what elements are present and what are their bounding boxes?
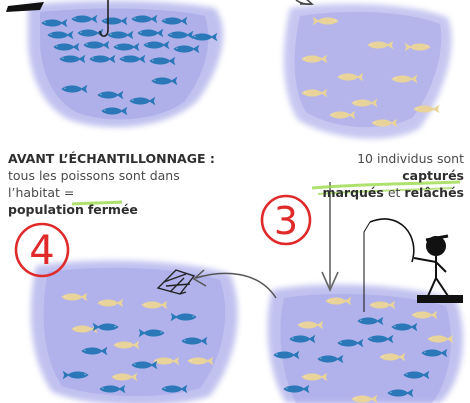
caption-and-word: et xyxy=(387,185,401,200)
step-three-label: 3 xyxy=(274,199,298,243)
arrow-top-right xyxy=(295,0,315,5)
step-number-three: 3 xyxy=(260,194,312,246)
step-number-four: 4 xyxy=(14,222,70,278)
caption-before-sampling: AVANT L’ÉCHANTILLONNAGE : tous les poiss… xyxy=(8,150,228,218)
boat-corner-sketch xyxy=(6,2,44,12)
fisherman-figure xyxy=(363,218,463,312)
green-highlight-marks xyxy=(71,180,461,206)
caption-before-title: AVANT L’ÉCHANTILLONNAGE : xyxy=(8,151,215,166)
pond-step-four xyxy=(30,260,238,403)
caption-marked-release: 10 individus sont capturés marqués et re… xyxy=(292,150,464,201)
arrow-release-down xyxy=(321,182,339,292)
pond-marked-release xyxy=(283,3,452,139)
caption-closed-word: fermée xyxy=(87,202,138,217)
caption-population-word: population xyxy=(8,202,84,217)
arrow-to-net xyxy=(192,269,277,299)
fishing-line-hook xyxy=(99,0,109,37)
net-icon xyxy=(156,269,196,295)
caption-before-line: tous les poissons sont dans l’habitat = xyxy=(8,168,180,200)
caption-ten-individuals: 10 individus sont xyxy=(357,151,464,166)
step-four-label: 4 xyxy=(29,228,54,274)
caption-marked-word: marqués xyxy=(322,185,384,200)
caption-released-word: relâchés xyxy=(404,185,464,200)
caption-captured-word: capturés xyxy=(402,168,464,183)
